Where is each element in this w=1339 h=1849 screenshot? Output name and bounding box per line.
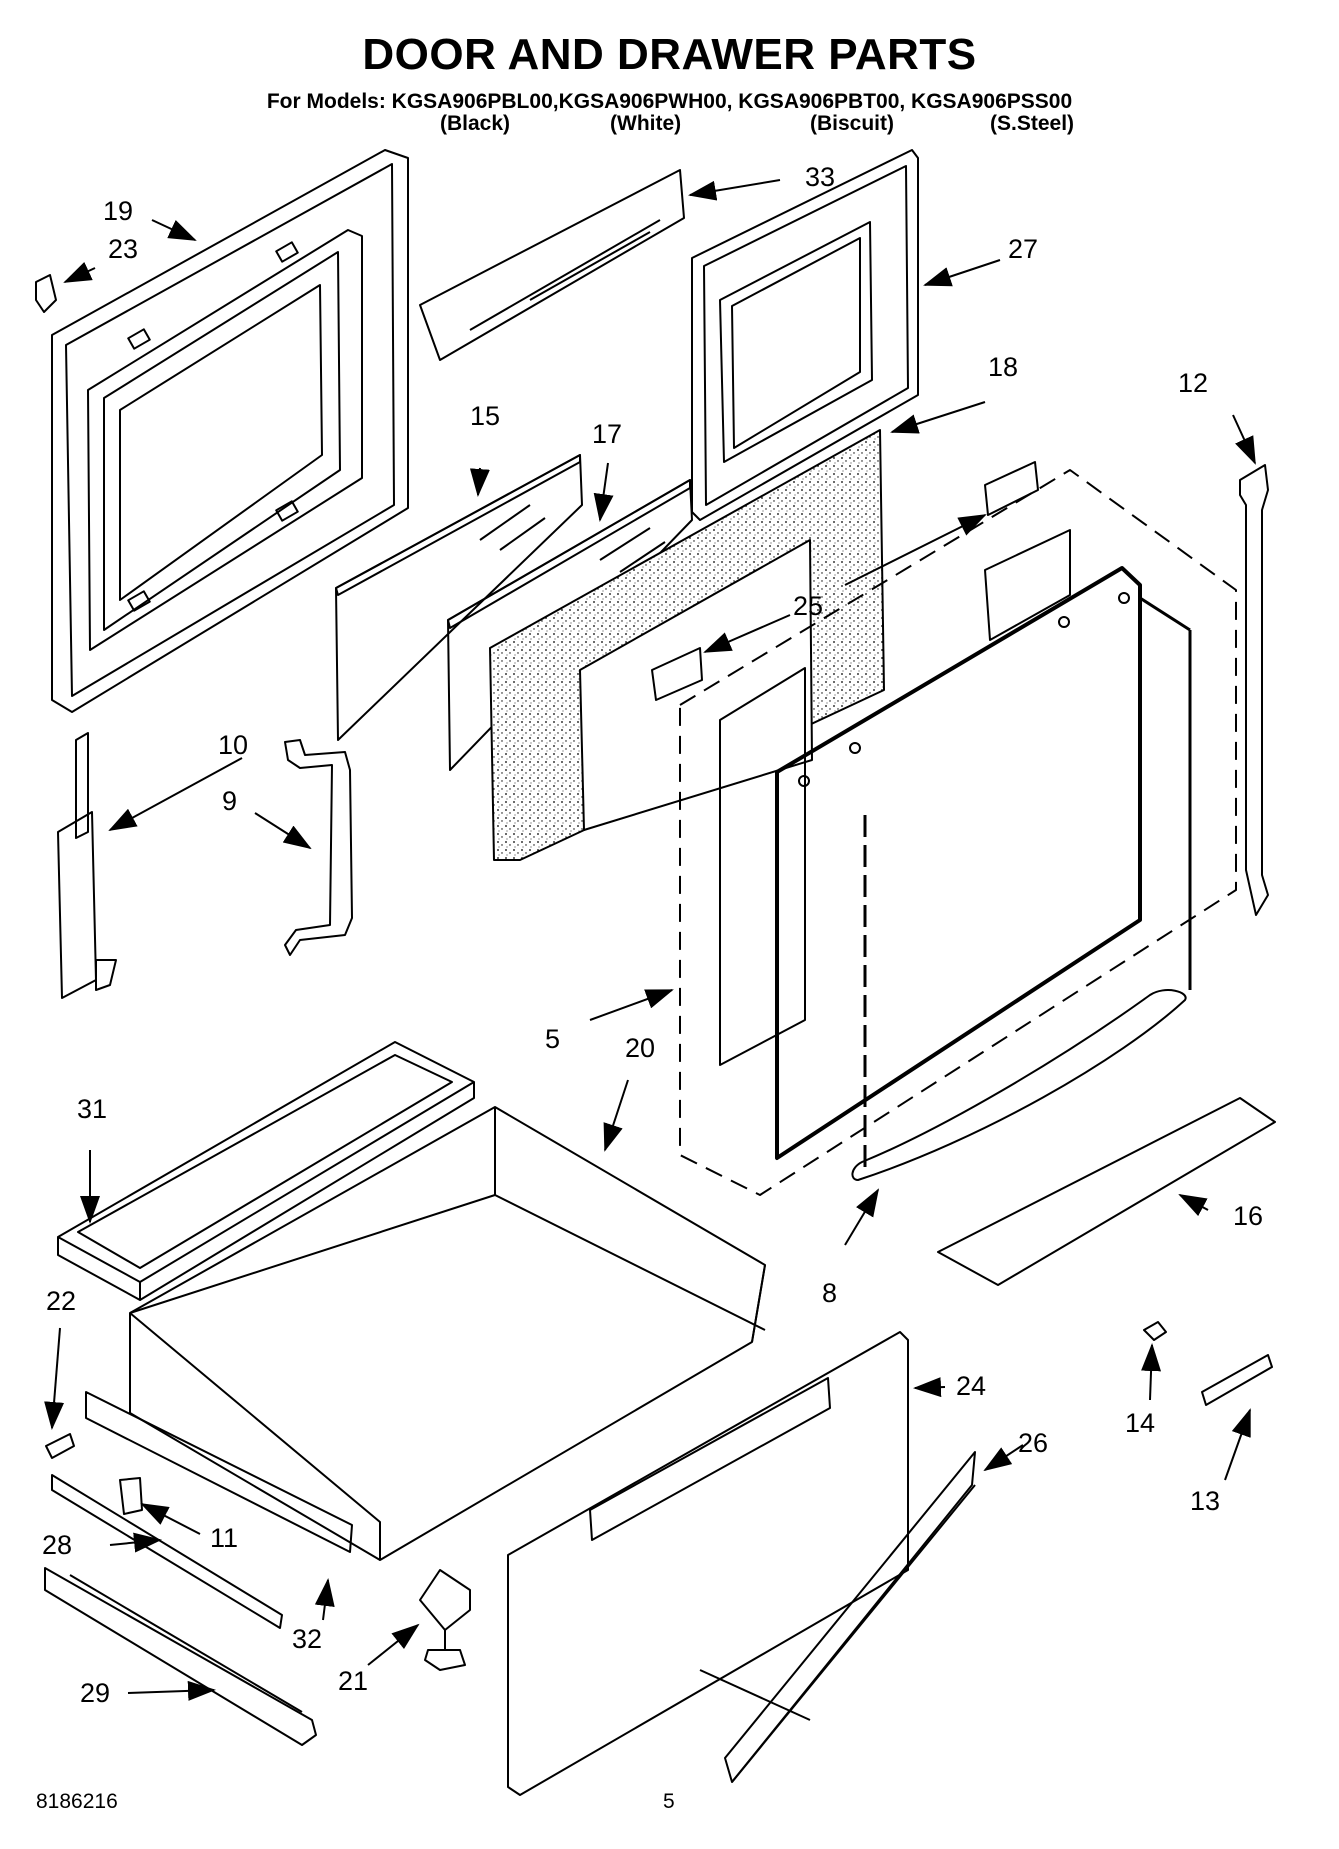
door-liner-panels <box>719 529 1192 1170</box>
door-insulation <box>489 429 885 861</box>
outer-glass-panel <box>335 454 583 741</box>
drawer-front-bracket <box>85 1391 353 1553</box>
bolt <box>1143 1321 1167 1341</box>
callout-33: 33 <box>805 162 835 192</box>
color-label-black: (Black) <box>440 112 511 135</box>
handle-bracket <box>284 739 353 956</box>
callout-23: 23 <box>108 234 138 264</box>
door-handle <box>851 989 1187 1181</box>
drawer-trim-strip <box>937 1097 1276 1286</box>
door-side-trim <box>1239 464 1269 916</box>
screw <box>45 1433 75 1459</box>
outer-door-panel <box>51 149 409 713</box>
callout-26: 26 <box>1018 1428 1048 1458</box>
callout-16: 16 <box>1233 1201 1263 1231</box>
callout-18: 18 <box>988 352 1018 382</box>
document-number: 8186216 <box>36 1790 118 1813</box>
middle-glass-panel <box>447 479 693 771</box>
door-hinge <box>57 732 117 999</box>
color-label-ssteel: (S.Steel) <box>990 112 1075 135</box>
callout-28: 28 <box>42 1530 72 1560</box>
hinge-bracket-upper <box>984 461 1039 516</box>
door-clip <box>35 274 57 313</box>
callout-11: 11 <box>210 1523 238 1553</box>
trim-piece <box>1201 1354 1273 1406</box>
callout-10: 10 <box>218 730 248 760</box>
page-title: DOOR AND DRAWER PARTS <box>362 30 977 79</box>
drawer-handle <box>724 1451 976 1783</box>
page-number: 5 <box>663 1790 675 1813</box>
callout-17: 17 <box>592 419 622 449</box>
callout-25: 25 <box>793 591 823 621</box>
inner-door-frame <box>691 149 919 521</box>
drawer-tray <box>57 1041 475 1301</box>
callout-29: 29 <box>80 1678 110 1708</box>
drawer-slide-left <box>51 1474 283 1629</box>
callout-21: 21 <box>338 1666 368 1696</box>
drawer-slide-rail <box>44 1567 317 1746</box>
callout-9: 9 <box>222 786 237 816</box>
door-vent-strip <box>419 169 685 361</box>
callout-13: 13 <box>1190 1486 1220 1516</box>
door-assembly-outline <box>679 469 1237 1196</box>
callout-19: 19 <box>103 196 133 226</box>
color-label-white: (White) <box>610 112 682 135</box>
callout-15: 15 <box>470 401 500 431</box>
callout-31: 31 <box>77 1094 107 1124</box>
callout-5: 5 <box>545 1024 560 1054</box>
callout-27: 27 <box>1008 234 1038 264</box>
callout-24: 24 <box>956 1371 986 1401</box>
leveling-leg <box>419 1569 471 1671</box>
drawer-front-panel <box>507 1331 909 1796</box>
callout-32: 32 <box>292 1624 322 1654</box>
leader-arrows <box>44 179 1256 1721</box>
bumper <box>119 1477 143 1515</box>
callout-12: 12 <box>1178 368 1208 398</box>
callout-22: 22 <box>46 1286 76 1316</box>
drawer-body <box>129 1106 766 1561</box>
models-line: For Models: KGSA906PBL00,KGSA906PWH00, K… <box>266 90 1073 113</box>
callout-14: 14 <box>1125 1408 1155 1438</box>
callout-8: 8 <box>822 1278 837 1308</box>
color-label-biscuit: (Biscuit) <box>810 112 894 135</box>
hinge-bracket-lower <box>651 647 703 701</box>
callout-20: 20 <box>625 1033 655 1063</box>
